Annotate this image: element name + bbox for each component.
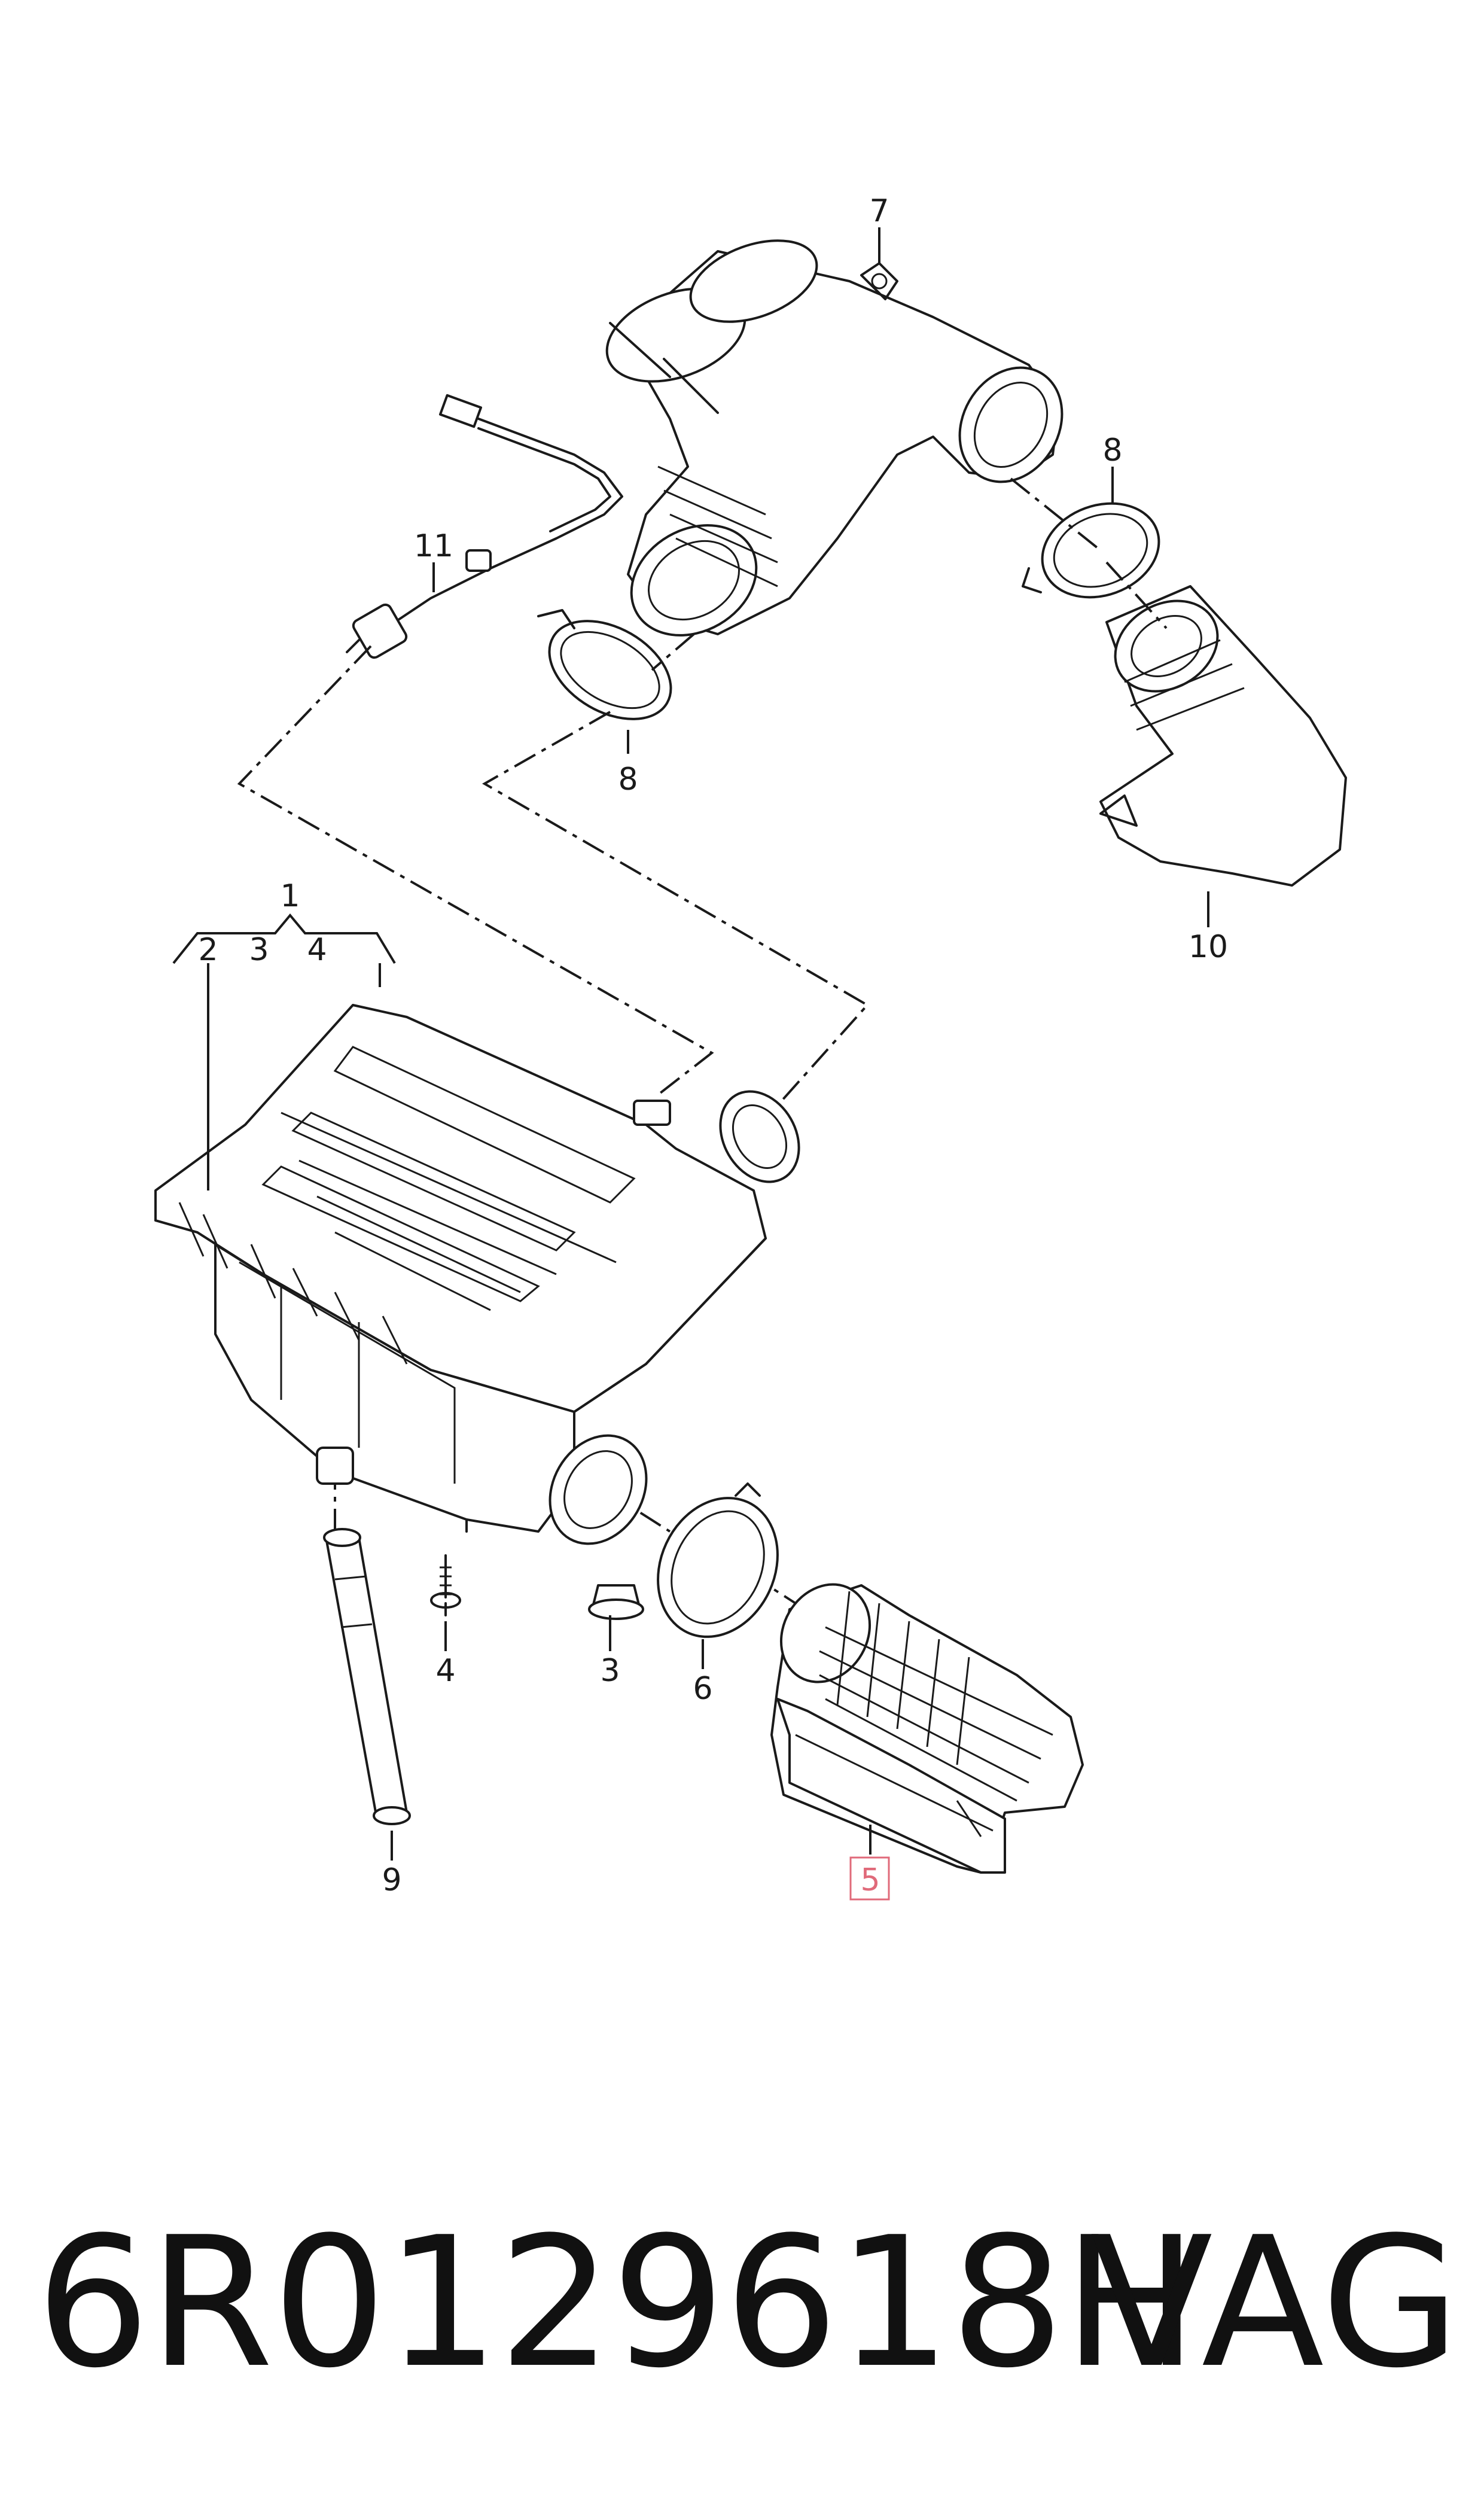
part-4-screw [430, 1554, 461, 1616]
callout-8-left: 8 [618, 762, 638, 797]
part-10-elbow-hose [1099, 585, 1347, 887]
part-3-grommet [588, 1584, 644, 1620]
callout-5: 5 [860, 1862, 880, 1898]
callout-8-right: 8 [1102, 433, 1122, 468]
part-number: 6R0129618H [36, 2199, 1198, 2407]
callout-11: 11 [414, 528, 453, 564]
leader-lines [172, 227, 1209, 1861]
callout-5-highlight [849, 1856, 890, 1901]
part-8-clamp-upper-left [537, 609, 672, 720]
part-6-clamp [657, 1482, 779, 1638]
callout-4: 4 [435, 1653, 455, 1689]
callout-9: 9 [382, 1862, 401, 1898]
callout-labels: 1 2 3 4 3 4 5 6 7 8 8 9 10 11 [198, 193, 1228, 1901]
callout-7: 7 [869, 193, 889, 229]
callout-10: 10 [1189, 929, 1228, 965]
part-7-intake-pipe [605, 239, 1064, 637]
callout-1: 1 [280, 878, 300, 914]
callout-3: 3 [600, 1653, 620, 1689]
part-5-intake-hose [770, 1583, 1084, 1874]
part-1-air-filter-housing [154, 1004, 800, 1545]
callout-6: 6 [693, 1671, 712, 1707]
brand-label: VAG [1090, 2199, 1460, 2407]
callout-3-group: 3 [249, 932, 269, 968]
callout-2: 2 [198, 932, 218, 968]
part-9-drain-tube [323, 1528, 411, 1825]
callout-4-group: 4 [307, 932, 327, 968]
part-11-sensor-cable [346, 394, 623, 659]
